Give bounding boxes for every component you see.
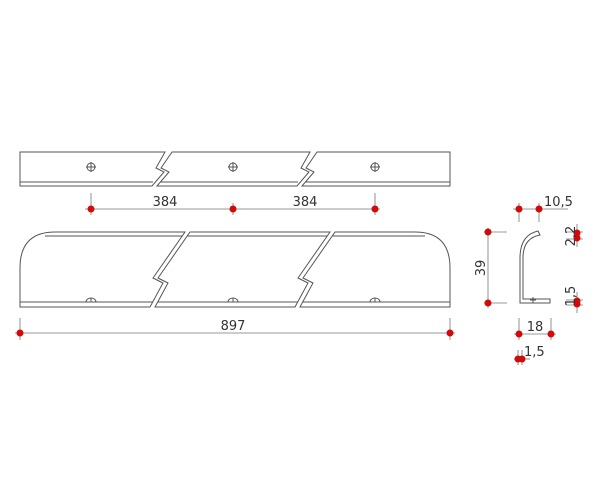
height-dimension: 39 [474, 228, 507, 308]
top-width-dimension: 10,5 [513, 195, 573, 222]
total-length-dimension: 897 [15, 318, 455, 340]
wall-thickness-dimension: 1,5 [514, 345, 545, 365]
hole-1 [86, 162, 96, 172]
top-view-bar [19, 151, 451, 187]
dim-hole-spacing-1: 384 [153, 195, 178, 210]
hole-3 [370, 162, 380, 172]
profile-view [519, 230, 551, 304]
dim-wall-thickness: 1,5 [524, 345, 545, 360]
dim-total-length: 897 [221, 319, 246, 334]
dim-height: 39 [474, 260, 489, 277]
base-width-dimension: 18 [514, 318, 556, 340]
hole-spacing-dimension: 384 384 [85, 193, 380, 215]
base-thickness-dimension: 1,5 [564, 286, 583, 313]
hole-2 [228, 162, 238, 172]
dim-top-width: 10,5 [544, 195, 573, 210]
dim-base-width: 18 [527, 320, 544, 335]
dim-hole-spacing-2: 384 [293, 195, 318, 210]
top-thickness-dimension: 2,2 [564, 224, 583, 247]
mounting-hole-icons [86, 162, 380, 172]
front-view-handle [19, 231, 451, 308]
dim-top-thickness: 2,2 [564, 226, 579, 247]
dim-base-thickness: 1,5 [564, 286, 579, 307]
